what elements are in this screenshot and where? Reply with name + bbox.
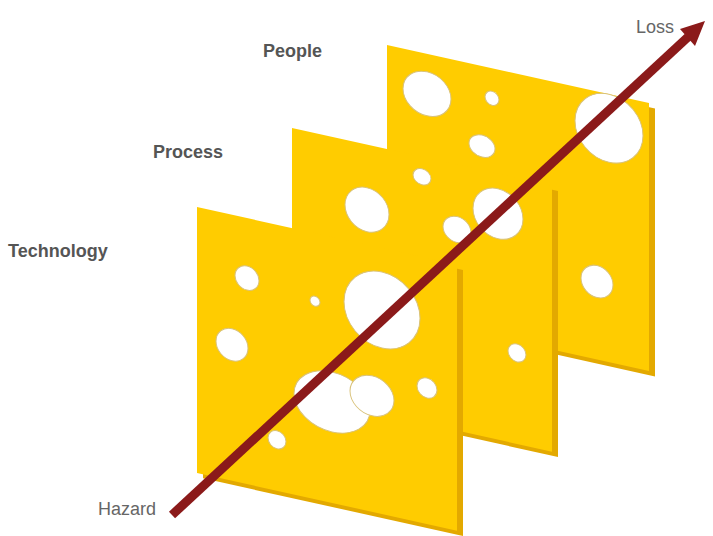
hole — [485, 90, 499, 107]
hole — [310, 295, 320, 307]
hole — [345, 183, 389, 237]
slice-label: Technology — [8, 240, 108, 262]
hole — [508, 342, 526, 364]
hole — [268, 429, 286, 451]
hole — [235, 263, 259, 292]
hole — [216, 325, 248, 364]
hole — [350, 371, 394, 421]
hole — [403, 67, 451, 122]
hole — [417, 376, 437, 400]
slice-label: People — [263, 40, 322, 62]
hole — [581, 262, 613, 301]
hole — [413, 167, 431, 187]
slice-label: Loss — [636, 16, 674, 38]
slice-label: Process — [153, 141, 223, 163]
arrow-head — [680, 21, 705, 46]
hazard-arrow — [172, 37, 688, 515]
hole — [469, 132, 495, 160]
slice-label: Hazard — [98, 498, 156, 520]
